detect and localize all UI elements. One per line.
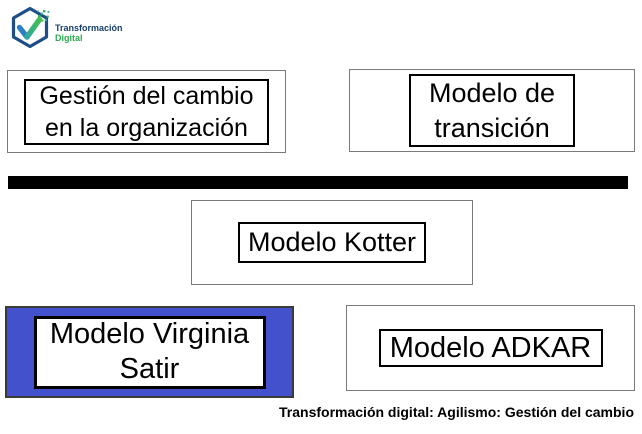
box-modelo-kotter: Modelo Kotter xyxy=(191,200,473,285)
box-label-line: Gestión del cambio xyxy=(39,81,254,110)
box-label-line: Modelo de xyxy=(428,77,556,108)
footer-caption: Transformación digital: Agilismo: Gestió… xyxy=(279,404,634,420)
box-label-line: Modelo ADKAR xyxy=(389,331,592,364)
box-modelo-kotter-inner: Modelo Kotter xyxy=(238,222,426,263)
box-label-line: en la organización xyxy=(45,113,248,142)
box-modelo-transicion-inner: Modelo de transición xyxy=(409,74,575,147)
logo-text: Transformación Digital xyxy=(55,23,123,43)
divider-bar xyxy=(8,176,628,189)
box-gestion-del-cambio: Gestión del cambio en la organización xyxy=(7,70,286,153)
hexagon-checkmark-icon xyxy=(10,6,50,52)
box-virginia-satir-highlighted: Modelo Virginia Satir xyxy=(5,306,294,398)
box-modelo-transicion: Modelo de transición xyxy=(349,69,635,152)
box-label-line: Satir xyxy=(119,353,180,385)
box-label-line: transición xyxy=(434,112,550,143)
box-modelo-adkar-inner: Modelo ADKAR xyxy=(378,329,603,367)
box-gestion-del-cambio-inner: Gestión del cambio en la organización xyxy=(24,78,269,145)
logo-title: Transformación xyxy=(55,23,123,33)
box-label-line: Modelo Virginia xyxy=(49,318,250,350)
logo-subtitle: Digital xyxy=(55,33,83,43)
box-label-line: Modelo Kotter xyxy=(247,227,417,257)
logo: Transformación Digital xyxy=(10,6,123,52)
box-virginia-satir-inner: Modelo Virginia Satir xyxy=(33,315,266,389)
box-modelo-adkar: Modelo ADKAR xyxy=(346,305,635,391)
